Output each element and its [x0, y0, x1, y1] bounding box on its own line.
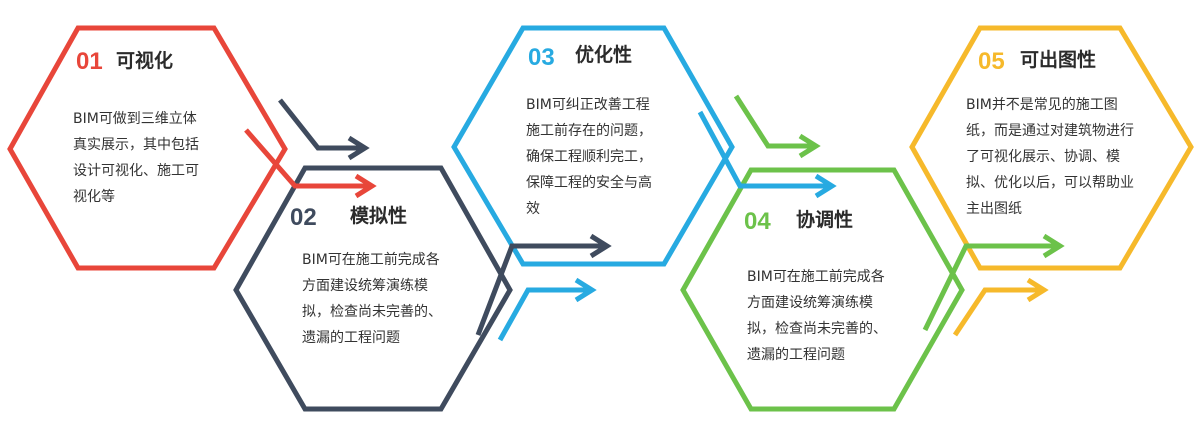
- node-3-desc-line: BIM可纠正改善工程: [526, 97, 650, 113]
- arrow-navy-connector-upper: [278, 98, 363, 151]
- hexagon-4: [680, 167, 965, 412]
- arrow-red-connector: [244, 128, 370, 189]
- arrow-navy-connector-lower-head: [589, 233, 612, 259]
- arrow-yellow-connector-lower-head: [1026, 277, 1049, 303]
- arrow-blue-connector-lower-head: [574, 277, 597, 303]
- node-1-desc-line: 真实展示，其中包括: [73, 137, 199, 153]
- node-4-desc-line: 拟，检查尚未完善的、: [747, 321, 887, 337]
- arrow-navy-connector-lower: [475, 243, 605, 336]
- node-2-desc-line: 方面建设统筹演练模: [302, 278, 428, 294]
- node-5-desc-line: 拟、优化以后，可以帮助业: [966, 175, 1134, 191]
- node-5-title: 可出图性: [1020, 49, 1097, 71]
- arrow-green-connector-upper-head: [798, 133, 821, 159]
- node-4-desc-line: 方面建设统筹演练模: [747, 295, 873, 311]
- node-5-number: 05: [978, 48, 1005, 75]
- node-2-desc-line: 遗漏的工程问题: [302, 330, 400, 346]
- node-4-desc-line: 遗漏的工程问题: [747, 347, 845, 363]
- node-1-number: 01: [76, 48, 103, 75]
- node-3-title: 优化性: [575, 44, 633, 66]
- node-3-desc-line: 确保工程顺利完工，: [526, 149, 652, 165]
- node-5-description: BIM并不是常见的施工图 纸，而是通过对建筑物进行 了可视化展示、协调、模 拟、…: [966, 92, 1134, 222]
- node-1-title: 可视化: [116, 50, 174, 72]
- node-2-title: 模拟性: [350, 205, 408, 227]
- hexagon-1: [7, 25, 288, 271]
- node-2-description: BIM可在施工前完成各 方面建设统筹演练模 拟，检查尚未完善的、 遗漏的工程问题: [302, 247, 442, 351]
- node-4-title: 协调性: [796, 209, 854, 231]
- arrow-blue-connector-lower: [497, 287, 590, 342]
- arrow-navy-connector-upper-head: [347, 135, 370, 161]
- node-4-description: BIM可在施工前完成各 方面建设统筹演练模 拟，检查尚未完善的、 遗漏的工程问题: [747, 264, 887, 368]
- node-3-desc-line: 效: [526, 201, 540, 217]
- hexagon-3: [451, 25, 735, 267]
- node-3-desc-line: 施工前存在的问题，: [526, 123, 652, 139]
- arrow-blue-connector-upper-head: [814, 173, 837, 199]
- arrow-green-connector-lower-head: [1042, 233, 1065, 259]
- node-1-description: BIM可做到三维立体 真实展示，其中包括 设计可视化、施工可 视化等: [73, 106, 199, 210]
- node-5-desc-line: 了可视化展示、协调、模: [966, 149, 1120, 165]
- node-5-desc-line: 主出图纸: [966, 201, 1022, 217]
- arrow-yellow-connector-lower: [952, 287, 1042, 337]
- node-2-desc-line: BIM可在施工前完成各: [302, 252, 440, 268]
- arrow-blue-connector-upper: [697, 110, 830, 189]
- node-2-number: 02: [290, 204, 317, 231]
- node-2-desc-line: 拟，检查尚未完善的、: [302, 304, 442, 320]
- arrow-green-connector-upper: [733, 94, 814, 149]
- node-1-desc-line: BIM可做到三维立体: [73, 111, 197, 127]
- node-4-desc-line: BIM可在施工前完成各: [747, 269, 885, 285]
- node-1-desc-line: 设计可视化、施工可: [73, 163, 199, 179]
- arrow-green-connector-lower: [922, 243, 1058, 332]
- node-3-desc-line: 保障工程的安全与高: [526, 175, 652, 191]
- node-4-number: 04: [744, 208, 771, 235]
- hexagon-2: [233, 165, 513, 412]
- node-5-desc-line: 纸，而是通过对建筑物进行: [966, 123, 1134, 139]
- node-1-desc-line: 视化等: [73, 189, 115, 205]
- node-5-desc-line: BIM并不是常见的施工图: [966, 97, 1118, 113]
- arrow-red-connector-head: [354, 173, 377, 199]
- node-3-description: BIM可纠正改善工程 施工前存在的问题， 确保工程顺利完工， 保障工程的安全与高…: [526, 92, 652, 222]
- node-3-number: 03: [528, 44, 555, 71]
- hexagon-5: [909, 25, 1194, 271]
